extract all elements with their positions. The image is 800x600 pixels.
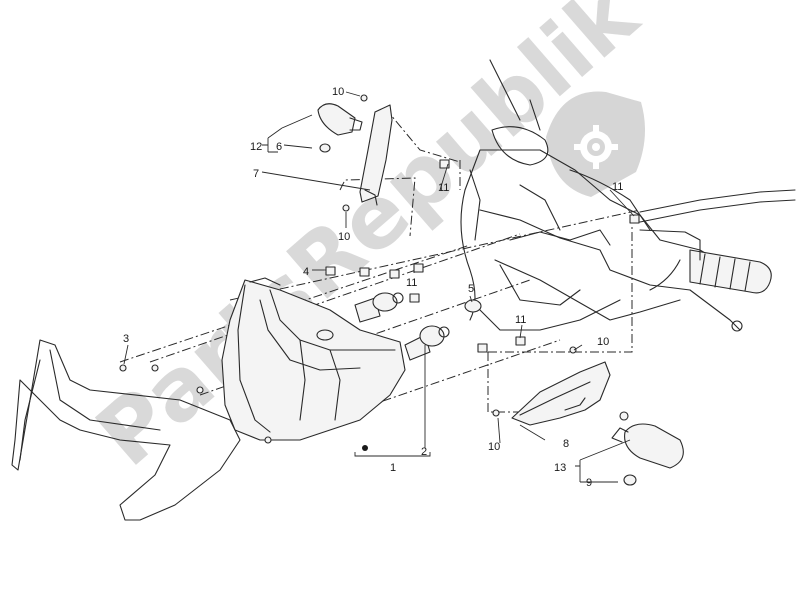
screw <box>264 436 272 444</box>
screw-dark <box>362 445 368 451</box>
right-side-trim <box>511 361 611 426</box>
leader-lines <box>123 91 635 483</box>
screw <box>342 204 350 212</box>
lower-shield-panel <box>11 339 241 521</box>
callout-12: 12 <box>250 141 262 153</box>
callout-10: 10 <box>597 336 609 348</box>
screw <box>360 94 368 102</box>
screw <box>569 346 577 354</box>
callout-6: 6 <box>276 141 282 153</box>
callout-11: 11 <box>438 182 449 194</box>
callout-2: 2 <box>421 446 427 458</box>
screw <box>119 364 127 372</box>
callout-1: 1 <box>390 462 396 474</box>
callout-11: 11 <box>515 314 526 326</box>
left-indicator <box>317 103 363 153</box>
clip-nut <box>409 293 420 303</box>
clip-nut <box>629 214 640 224</box>
clip-nut <box>413 263 424 273</box>
screw <box>492 409 500 417</box>
callout-9: 9 <box>586 477 592 489</box>
clip-nut <box>439 159 450 169</box>
screw <box>151 364 159 372</box>
clip-nuts <box>325 159 640 353</box>
callout-labels: 10 12 6 7 10 11 11 4 11 5 3 11 10 2 1 10… <box>123 86 623 489</box>
right-indicator <box>611 411 684 486</box>
callout-13: 13 <box>554 462 566 474</box>
left-side-trim <box>359 104 393 206</box>
clip-nut <box>359 267 370 277</box>
callout-4: 4 <box>303 266 309 278</box>
callout-10: 10 <box>338 231 350 243</box>
callout-11: 11 <box>612 181 623 193</box>
screw <box>196 386 204 394</box>
callout-5: 5 <box>468 283 474 295</box>
callout-10: 10 <box>488 441 500 453</box>
clip-nut-4 <box>325 266 336 276</box>
callout-3: 3 <box>123 333 129 345</box>
callout-10: 10 <box>332 86 344 98</box>
headlight-bulb-upper <box>354 292 404 323</box>
clip-nut <box>389 269 400 279</box>
callout-11: 11 <box>406 277 417 289</box>
clip-nut <box>477 343 488 353</box>
screws <box>119 94 577 451</box>
clip-nut <box>515 336 526 346</box>
headlight-bulb-lower <box>404 325 450 361</box>
grommet-5 <box>464 299 482 313</box>
headlight-unit <box>221 277 406 441</box>
handlebar-frame-assembly <box>460 59 796 332</box>
callout-7: 7 <box>253 168 259 180</box>
callout-8: 8 <box>563 438 569 450</box>
